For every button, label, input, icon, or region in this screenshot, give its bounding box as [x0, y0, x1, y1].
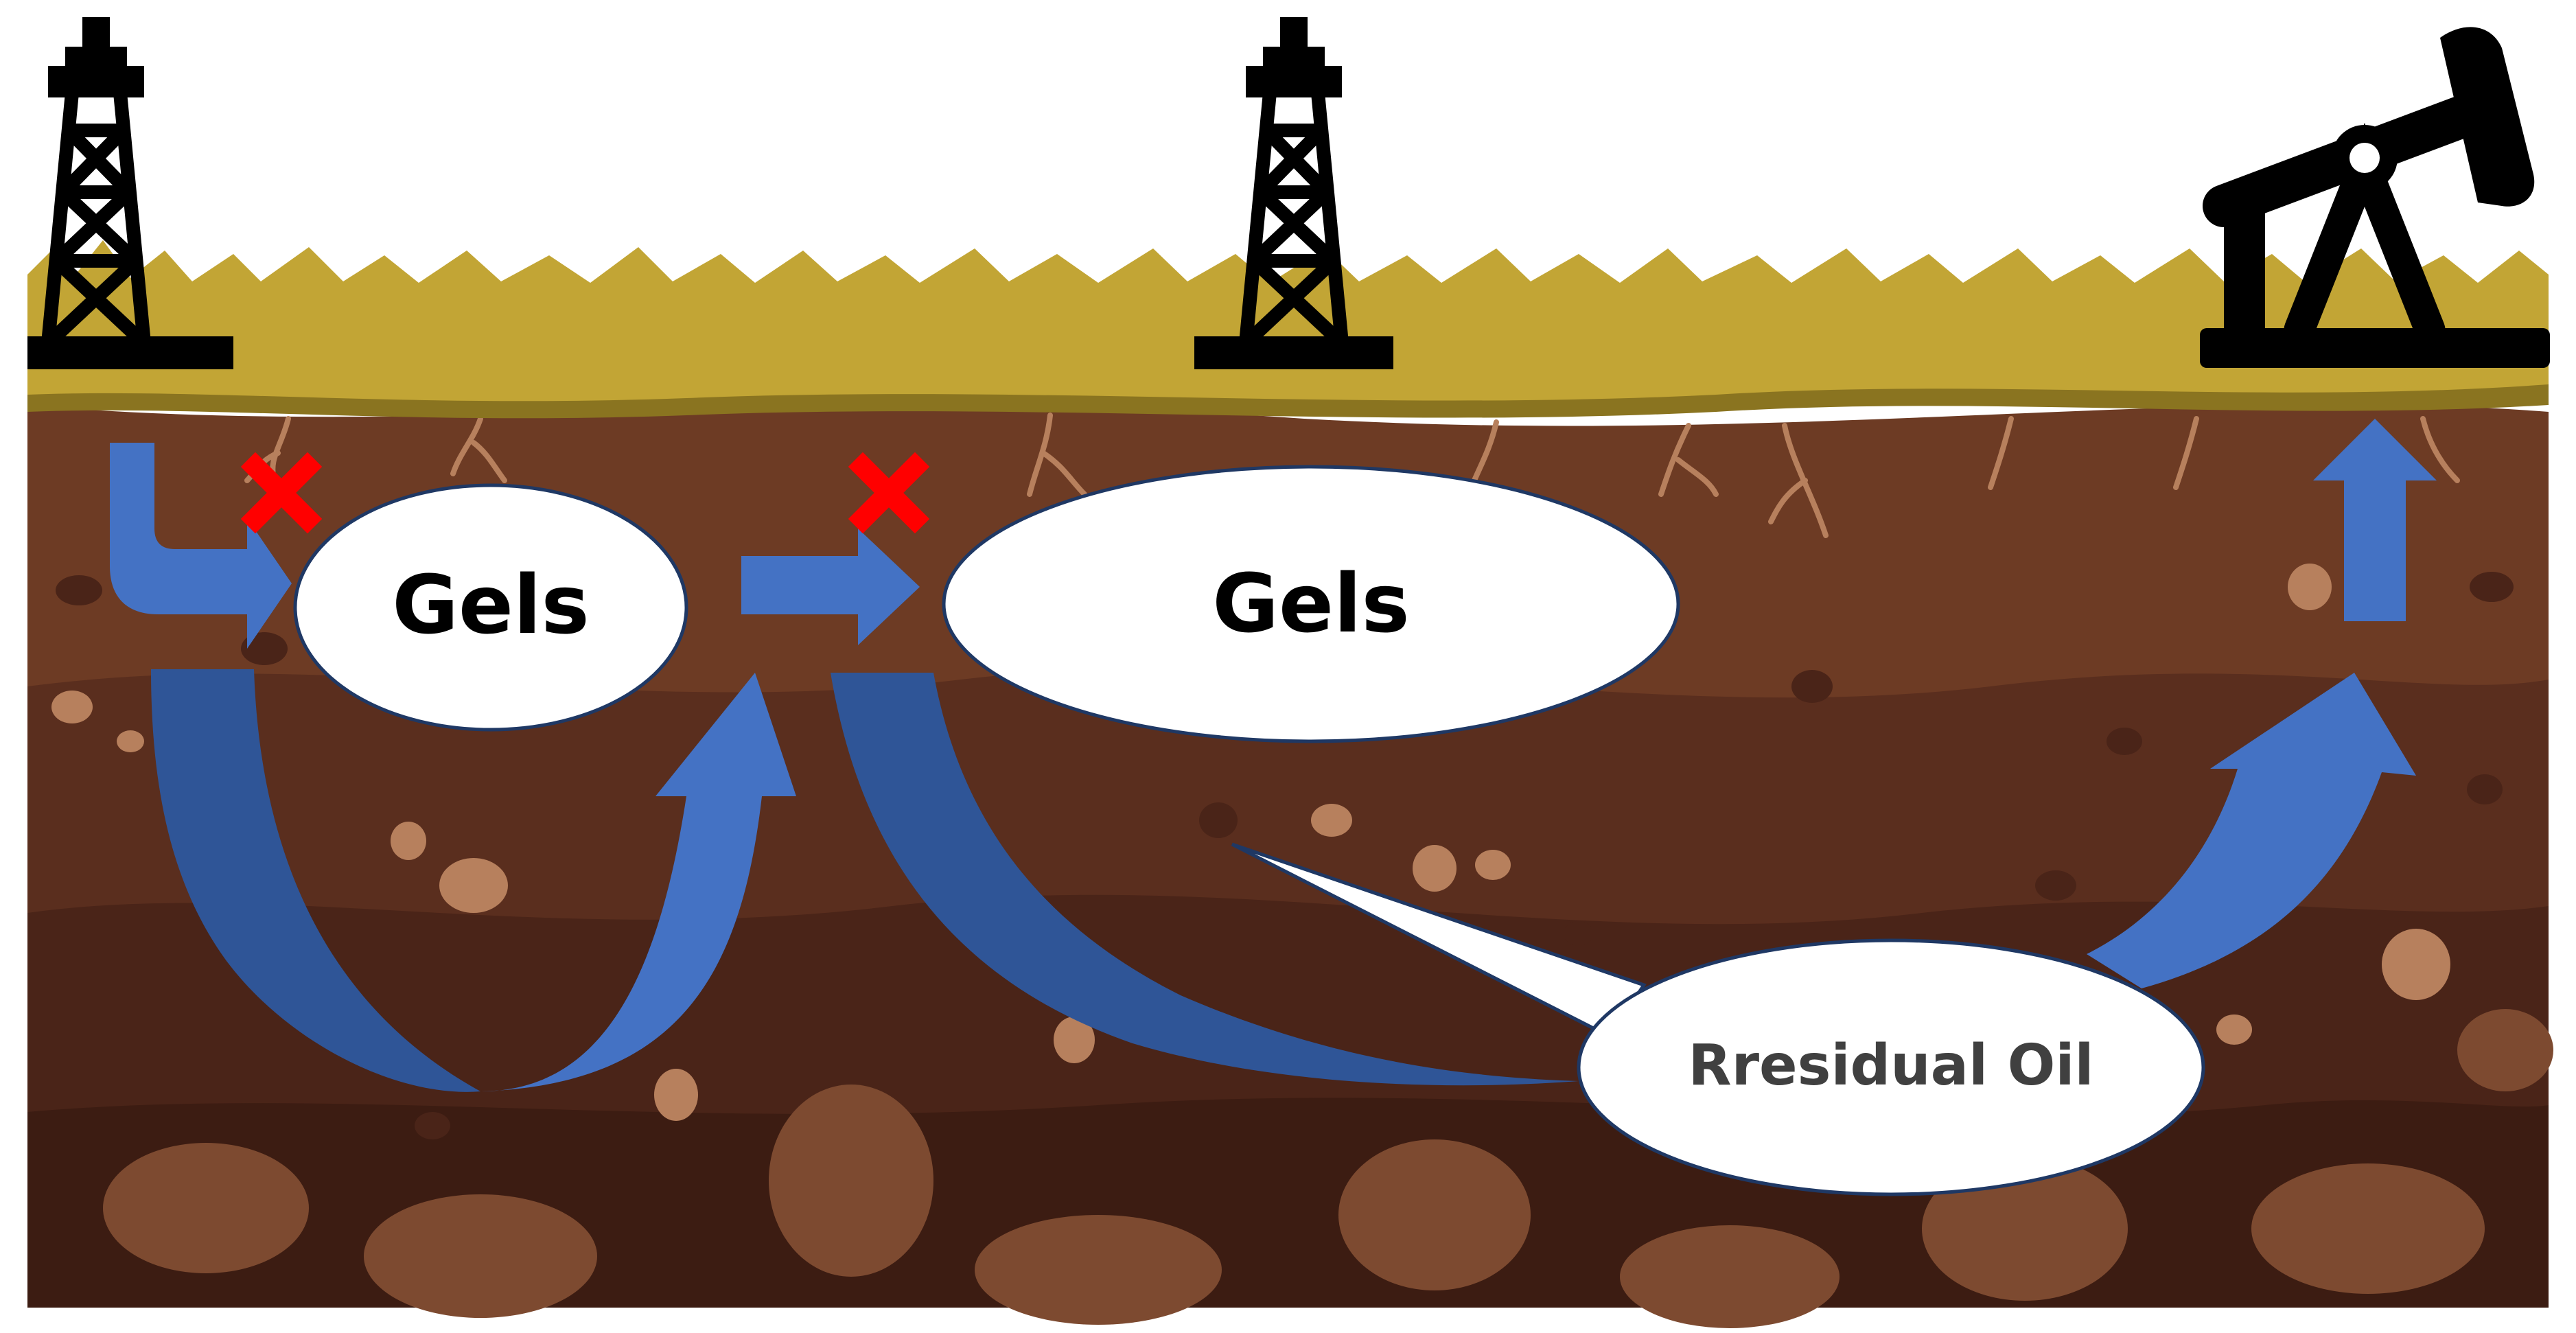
boulder: [1338, 1139, 1531, 1290]
boulder: [364, 1194, 597, 1318]
pebble: [51, 691, 93, 723]
grass: [27, 240, 2549, 402]
speck: [2107, 728, 2142, 755]
speck: [1564, 921, 1594, 946]
bypass-down-band: [151, 669, 480, 1092]
boulders: [103, 1009, 2553, 1328]
gel-2: Gels: [942, 465, 1680, 743]
grass-band: [27, 240, 2549, 419]
root: [1658, 423, 1719, 497]
pebble: [2216, 1015, 2252, 1045]
boulder: [1620, 1225, 1840, 1328]
production-curve-arrow: [2087, 673, 2416, 988]
pebble: [391, 822, 426, 860]
bypass-up-arrow: [480, 673, 796, 1091]
speck: [2035, 870, 2076, 901]
straight-arrow: [741, 529, 920, 645]
boulder: [103, 1143, 309, 1273]
root: [2173, 416, 2199, 490]
oil-derrick-icon: [1194, 17, 1393, 369]
root: [2420, 416, 2460, 483]
pebble: [1311, 804, 1352, 837]
gel-2-label: Gels: [1212, 556, 1410, 651]
gel-1-label: Gels: [392, 557, 590, 652]
pebble: [1475, 850, 1511, 880]
pumpjack-icon: [2200, 27, 2550, 368]
pumpjack-pivot-hole: [2349, 143, 2380, 173]
gel-1-ellipse: [293, 483, 688, 732]
boulder: [975, 1215, 1222, 1325]
speck: [1199, 802, 1238, 838]
speck: [415, 1112, 450, 1139]
boulder: [769, 1085, 933, 1277]
speck: [2467, 774, 2503, 804]
pebble: [654, 1069, 698, 1121]
pumpjack-base: [2200, 328, 2550, 368]
speck: [56, 575, 102, 605]
root: [1768, 423, 1829, 538]
flow-arrows: [110, 419, 2437, 1092]
pumpjack-motor: [2224, 206, 2265, 329]
speck: [2470, 572, 2514, 602]
pebble: [117, 730, 144, 752]
root: [1988, 416, 2014, 490]
root: [450, 416, 507, 483]
red-x-icon: [240, 452, 323, 534]
pebble: [1413, 845, 1457, 892]
red-x-icon: [848, 452, 930, 534]
boulder: [2457, 1009, 2553, 1091]
bypass-long-band: [831, 673, 1579, 1086]
blocked-markers: [240, 452, 930, 534]
root: [1027, 413, 1087, 497]
injection-bent-arrow: [110, 443, 292, 649]
residual-oil-label: Rresidual Oil: [1688, 1033, 2093, 1098]
gel-2-ellipse: [942, 465, 1680, 743]
pebble: [2288, 564, 2332, 610]
pumpjack-head: [2440, 27, 2535, 207]
oil-derrick-icon: [27, 17, 233, 369]
speck: [1791, 670, 1833, 703]
residual-oil: Rresidual Oil: [1577, 938, 2205, 1196]
pebble: [1054, 1017, 1095, 1063]
pebbles: [51, 564, 2450, 1121]
production-up-arrow: [2313, 419, 2437, 621]
gel-1: Gels: [293, 483, 688, 732]
boulder: [2251, 1163, 2485, 1294]
pebble: [439, 858, 508, 913]
boulder: [1922, 1157, 2128, 1301]
residual-oil-ellipse: [1577, 938, 2205, 1196]
pebble: [2382, 929, 2450, 1000]
